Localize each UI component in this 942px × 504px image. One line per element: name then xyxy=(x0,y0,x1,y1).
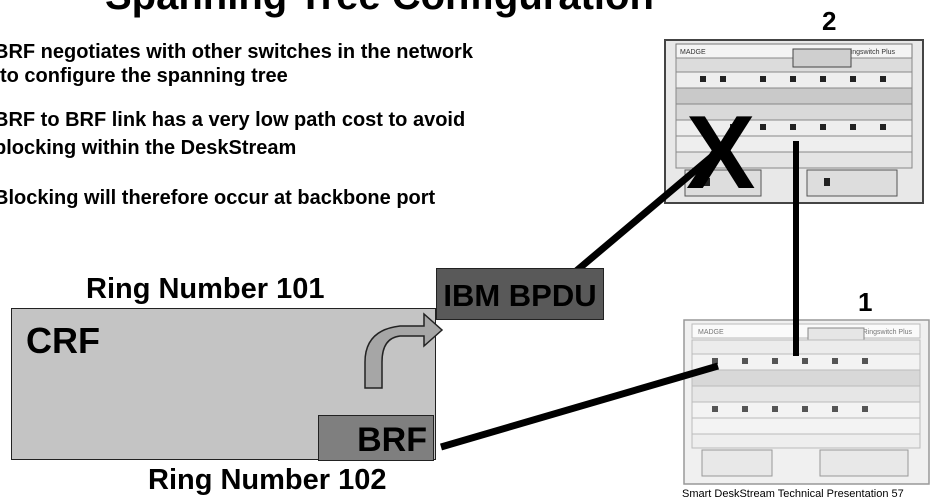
switch-1-brand: MADGE xyxy=(698,329,724,336)
switch-2-chassis: MADGE Smart Ringswitch Plus xyxy=(664,39,924,204)
bullet-line-1: BRF negotiates with other switches in th… xyxy=(0,41,473,63)
ring-label-101: Ring Number 101 xyxy=(86,273,325,305)
bullet-line-4: blocking within the DeskStream xyxy=(0,137,297,159)
bullet-line-3: BRF to BRF link has a very low path cost… xyxy=(0,109,466,131)
switch-1-model: Smart Ringswitch Plus xyxy=(842,329,913,336)
footer-text: Smart DeskStream Technical Presentation … xyxy=(682,488,904,500)
switch-label-1: 1 xyxy=(858,287,873,317)
switch-2-model: Smart Ringswitch Plus xyxy=(825,49,896,56)
blocked-port-x: X xyxy=(686,95,755,211)
ibm-bpdu-box: IBM BPDU xyxy=(436,268,604,320)
curved-arrow-icon xyxy=(364,312,444,389)
ring-label-102: Ring Number 102 xyxy=(148,464,387,496)
slide-title: Spanning Tree Configuration xyxy=(105,0,654,19)
switch-label-2: 2 xyxy=(822,6,837,36)
switch-2-brand: MADGE xyxy=(680,49,706,56)
bullet-line-5: Blocking will therefore occur at backbon… xyxy=(0,187,436,209)
bullet-line-2: to configure the spanning tree xyxy=(0,65,288,87)
brf-box: BRF xyxy=(318,415,434,461)
link-bpdu-to-switch-2 xyxy=(572,134,738,275)
link-brf-to-switch-1 xyxy=(440,362,719,451)
switch-1-chassis: MADGE Smart Ringswitch Plus xyxy=(683,319,930,485)
crf-label: CRF xyxy=(26,320,100,361)
